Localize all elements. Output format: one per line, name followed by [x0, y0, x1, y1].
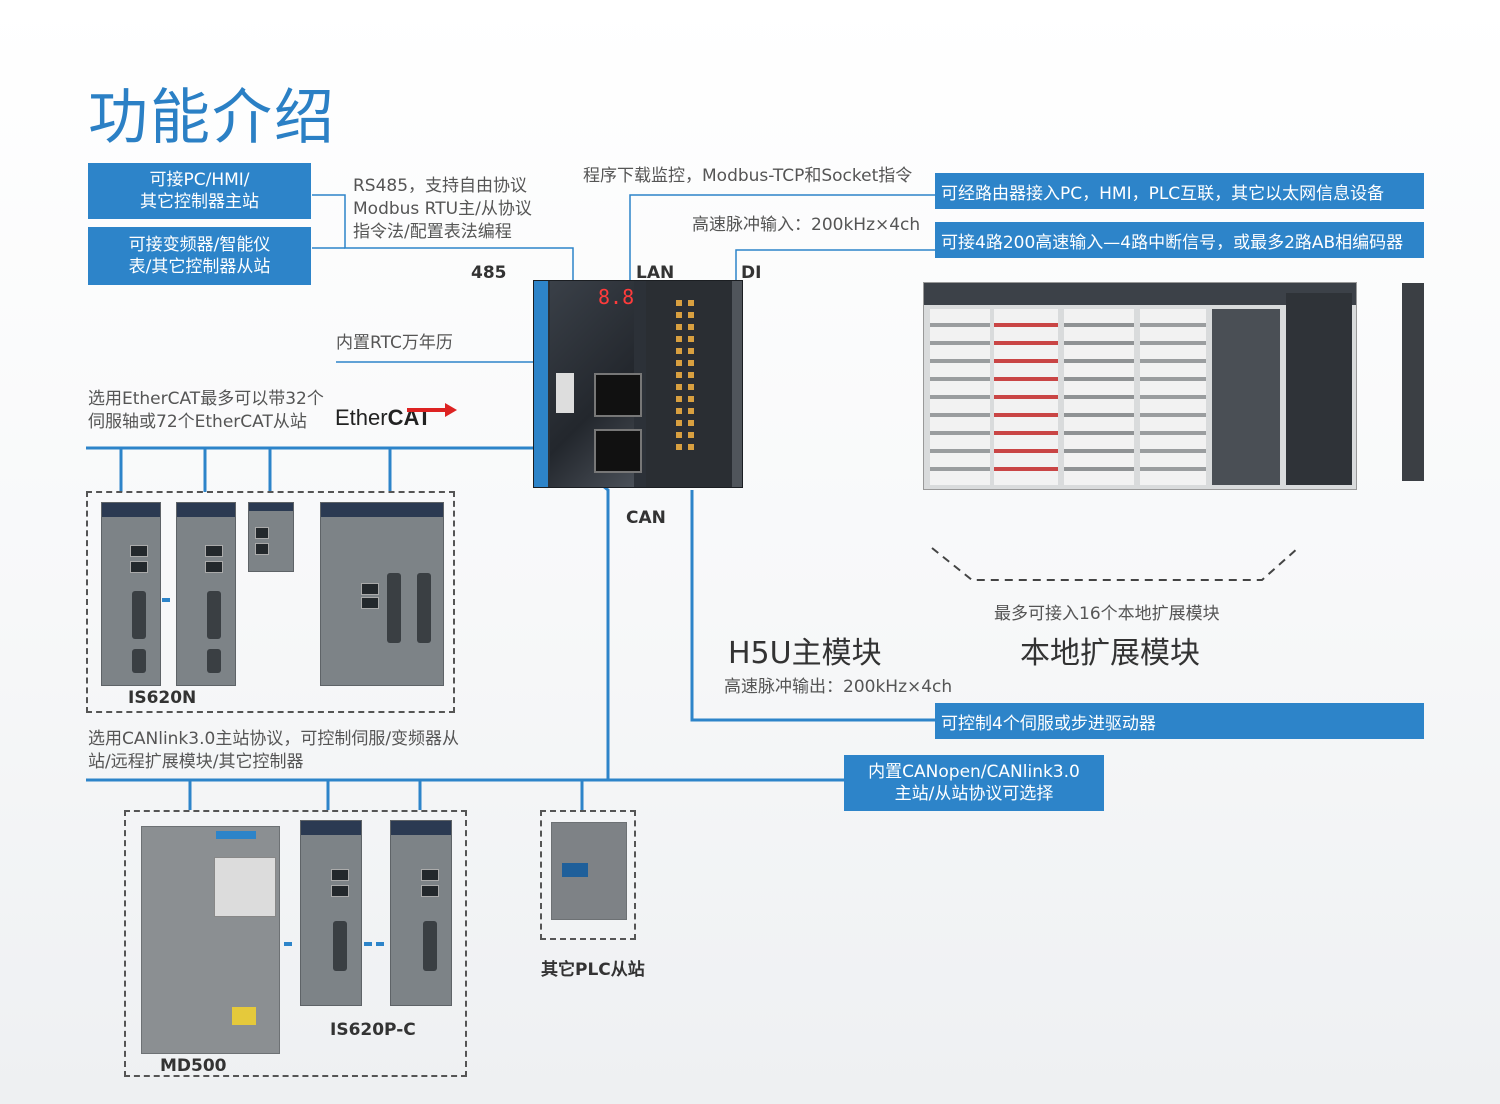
ethercat-logo-prefix: Ether [335, 405, 388, 430]
other-plc-device [551, 822, 627, 920]
is620n-servo-2 [176, 502, 236, 686]
h5u-main-module-label: H5U主模块 [728, 636, 882, 671]
is620pc-servo-1 [300, 820, 362, 1006]
ethercat-description: 选用EtherCAT最多可以带32个 伺服轴或72个EtherCAT从站 [88, 389, 324, 432]
port-can-label: CAN [626, 508, 666, 528]
h5u-plc-device: 8.8 [533, 280, 743, 488]
highspeed-input-bar: 可接4路200高速输入—4路中断信号，或最多2路AB相编码器 [935, 222, 1424, 258]
expansion-modules-image [923, 282, 1357, 490]
ethercat-arrow-icon [407, 403, 457, 417]
can-bus-line [569, 458, 610, 780]
inverter-slave-box: 可接变频器/智能仪 表/其它控制器从站 [88, 227, 311, 285]
end-cover-image [1402, 283, 1424, 481]
md500-label: MD500 [160, 1056, 227, 1076]
local-expansion-label: 本地扩展模块 [1020, 636, 1200, 671]
other-plc-label: 其它PLC从站 [541, 960, 645, 980]
is620n-servo-large [320, 502, 444, 686]
port-lan-label: LAN [636, 263, 675, 283]
lan-description: 程序下载监控，Modbus-TCP和Socket指令 [583, 166, 913, 186]
is620n-label: IS620N [128, 688, 197, 708]
canopen-protocol-box: 内置CANopen/CANlink3.0 主站/从站协议可选择 [844, 755, 1104, 811]
rtc-description: 内置RTC万年历 [336, 333, 453, 353]
is620pc-label: IS620P-C [330, 1020, 416, 1040]
page-title: 功能介绍 [88, 83, 336, 153]
canlink-description: 选用CANlink3.0主站协议，可控制伺服/变频器从 站/远程扩展模块/其它控… [88, 729, 460, 772]
pc-hmi-master-box: 可接PC/HMI/ 其它控制器主站 [88, 163, 311, 219]
port-485-label: 485 [471, 263, 507, 283]
is620n-servo-1 [101, 502, 161, 686]
can-slave-group [124, 810, 467, 1077]
is620n-group [86, 491, 455, 713]
plc-segment-display: 8.8 [598, 285, 635, 309]
pulse-output-description: 高速脉冲输出：200kHz×4ch [724, 677, 953, 697]
di-description: 高速脉冲输入：200kHz×4ch [692, 215, 921, 235]
router-bar: 可经路由器接入PC，HMI，PLC互联，其它以太网信息设备 [935, 173, 1424, 209]
is620pc-servo-2 [390, 820, 452, 1006]
pulse-output-line [690, 490, 935, 722]
ethercat-logo: EtherCAT [335, 403, 457, 431]
other-plc-group [540, 810, 636, 940]
md500-inverter [141, 826, 280, 1054]
expansion-caption: 最多可接入16个本地扩展模块 [994, 604, 1220, 624]
servo-control-bar: 可控制4个伺服或步进驱动器 [935, 703, 1424, 739]
rs485-description: RS485，支持自由协议 Modbus RTU主/从协议 指令法/配置表法编程 [353, 176, 532, 242]
port-di-label: DI [741, 263, 762, 283]
ethercat-slave-module [248, 502, 294, 572]
